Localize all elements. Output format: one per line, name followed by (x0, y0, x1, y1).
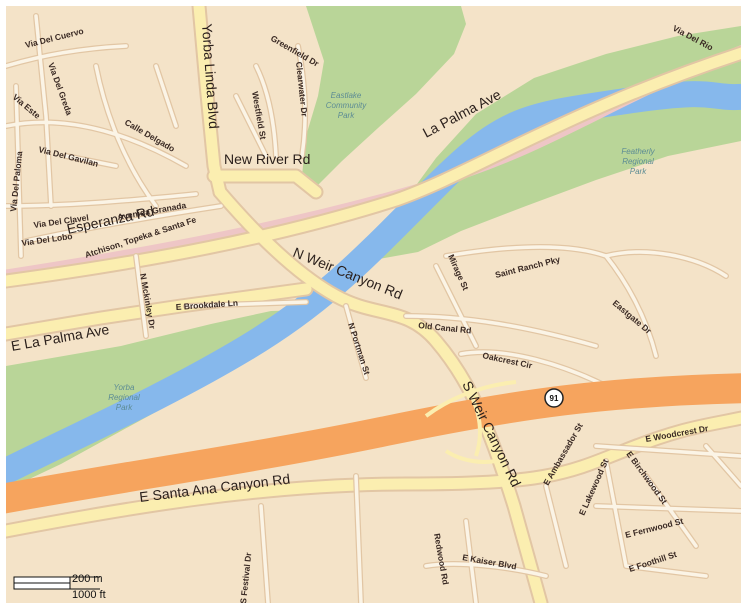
river (6, 81, 741, 486)
svg-text:91: 91 (550, 394, 559, 403)
scale-imperial-label: 1000 ft (72, 589, 106, 601)
santa-ana-canyon-rd-road (6, 412, 741, 537)
scale-metric-label: 200 m (72, 573, 103, 585)
freeway-91 (6, 373, 741, 514)
route-91-shield: 91 (544, 388, 564, 408)
minor-streets-east (259, 245, 741, 603)
label-street: E Brookdale Ln (175, 298, 238, 312)
eastlake-park-area (302, 6, 466, 191)
minor-streets (6, 14, 308, 338)
scale-bar: 200 m 1000 ft (13, 573, 106, 601)
label-new-river-rd: New River Rd (224, 151, 310, 167)
interchange-ramps (424, 374, 517, 464)
new-river-rd-road (208, 170, 322, 198)
label-yorba-linda-blvd: Yorba Linda Blvd (199, 23, 222, 129)
